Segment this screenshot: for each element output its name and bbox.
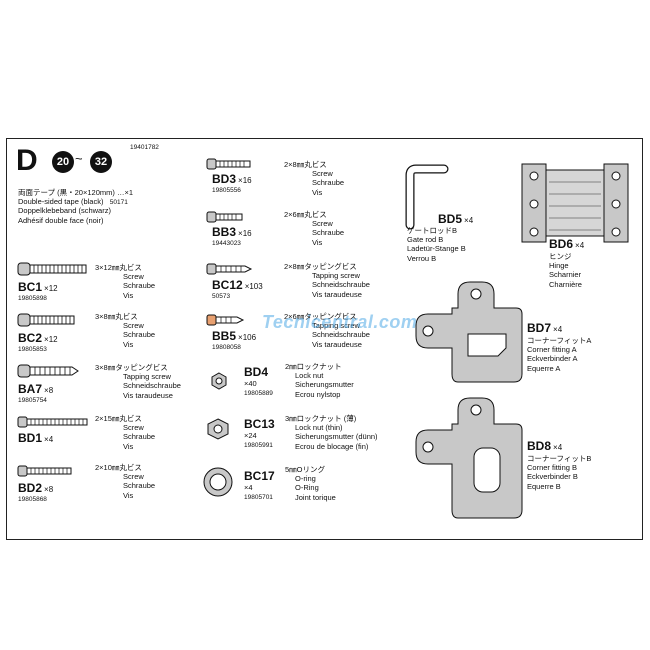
screw-bd1-icon <box>17 416 88 428</box>
step-letter: D <box>16 144 38 177</box>
part-no-ba7: 19805754 <box>18 397 47 404</box>
part-code-bd7: BD7×4 <box>527 321 563 335</box>
part-no-bc12: 50573 <box>212 293 231 300</box>
o-ring-bc17-icon <box>203 467 233 497</box>
screw-bc1-icon <box>17 262 87 276</box>
gate-rod-bd5-icon <box>405 164 449 230</box>
part-no-bd3: 19805556 <box>212 187 241 194</box>
part-no-bc1: 19805898 <box>18 295 47 302</box>
tape-line-ja: 両面テープ (黒・20×120mm) …×1 <box>18 188 133 197</box>
part-code-bd4: BD4 <box>244 365 269 379</box>
tape-line-de: Doppelklebeband (schwarz) <box>18 206 111 216</box>
part-no-bb5: 19808058 <box>212 344 241 351</box>
watermark: Tecnicentral.com <box>262 312 418 332</box>
part-code-bd6: BD6×4 <box>549 237 585 251</box>
part-code-bd5: BD5×4 <box>438 212 474 226</box>
part-no-bc13: 19805991 <box>244 442 273 449</box>
part-no-bc17: 19805701 <box>244 494 273 501</box>
part-code-bd2: BD2×8 <box>18 481 54 495</box>
corner-fitting-bd7-icon <box>415 281 523 383</box>
tape-line-en: Double-sided tape (black) 50171 <box>18 197 128 207</box>
bag-code: 19401782 <box>130 144 159 151</box>
part-code-bc1: BC1×12 <box>18 280 58 294</box>
part-no-bc2: 19805853 <box>18 346 47 353</box>
part-code-bc17: BC17 <box>244 469 275 483</box>
part-code-bd1: BD1×4 <box>18 431 54 445</box>
hinge-bd6-icon <box>521 163 629 243</box>
tape-description: 両面テープ (黒・20×120mm) …×1 Double-sided tape… <box>18 188 133 225</box>
tape-part-no: 50171 <box>109 199 128 207</box>
step-from-badge: 20 <box>52 151 74 173</box>
screw-bb3-icon <box>206 211 243 223</box>
screw-bd3-icon <box>206 158 251 170</box>
step-tilde: ~ <box>75 151 83 166</box>
tapping-screw-ba7-icon <box>17 364 79 378</box>
step-to-badge: 32 <box>90 151 112 173</box>
part-code-bd8: BD8×4 <box>527 439 563 453</box>
part-code-bb5: BB5×106 <box>212 329 257 343</box>
corner-fitting-bd8-icon <box>415 397 523 519</box>
part-no-bb3: 19443023 <box>212 240 241 247</box>
part-no-bd2: 19805868 <box>18 496 47 503</box>
tapping-screw-bc12-icon <box>206 263 253 275</box>
lock-nut-bd4-icon <box>211 372 227 390</box>
part-code-bc13: BC13 <box>244 417 275 431</box>
part-no-bd4: 19805889 <box>244 390 273 397</box>
part-qty-bc17: ×4 <box>244 483 253 492</box>
part-code-bd3: BD3×16 <box>212 172 252 186</box>
part-qty-bc13: ×24 <box>244 431 257 440</box>
parts-list-frame <box>6 138 643 540</box>
screw-bd2-icon <box>17 465 72 477</box>
lock-nut-bc13-icon <box>207 418 229 440</box>
part-desc-bc13: 3㎜ロックナット (薄)Lock nut (thin)Sicherungsmut… <box>285 414 378 451</box>
part-code-ba7: BA7×8 <box>18 382 54 396</box>
tapping-screw-bb5-icon <box>206 314 245 326</box>
part-code-bc2: BC2×12 <box>18 331 58 345</box>
tape-line-fr: Adhésif double face (noir) <box>18 215 104 225</box>
part-code-bc12: BC12×103 <box>212 278 263 292</box>
part-code-bb3: BB3×16 <box>212 225 252 239</box>
screw-bc2-icon <box>17 313 75 327</box>
part-qty-bd4: ×40 <box>244 379 257 388</box>
